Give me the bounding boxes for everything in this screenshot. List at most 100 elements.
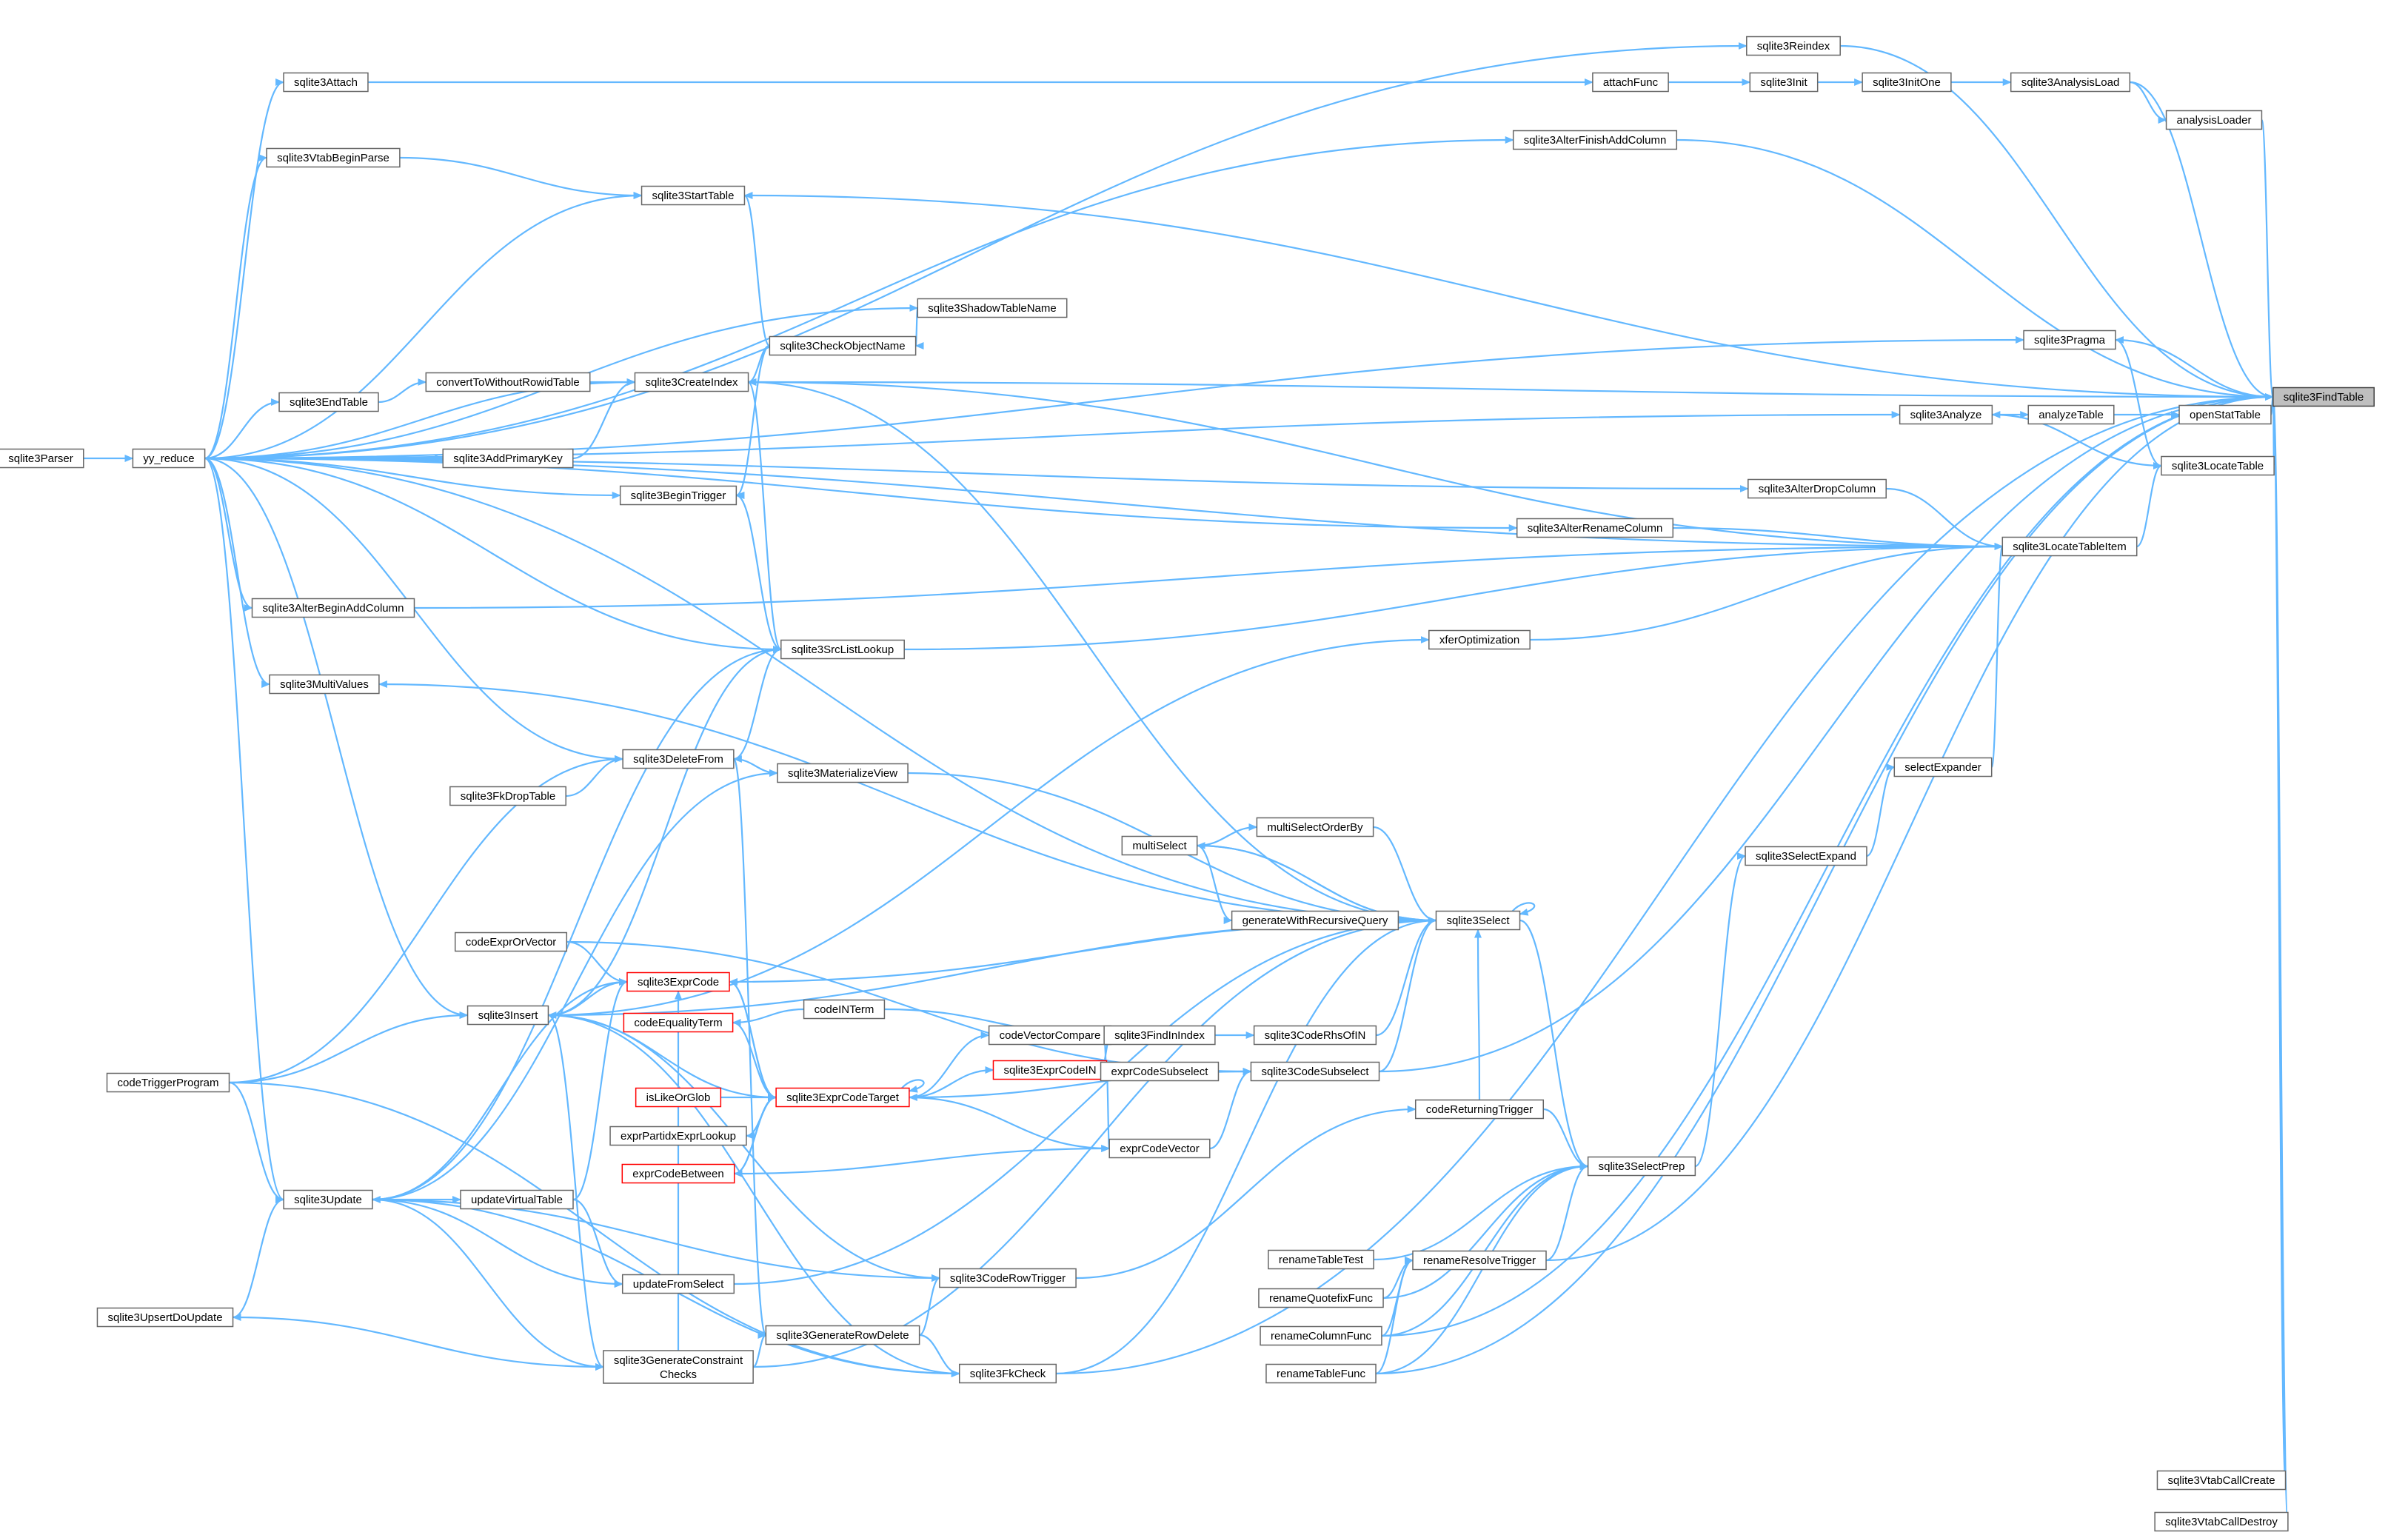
edge-sqlite3-select-to-multi-select [1196, 842, 1437, 922]
node-sqlite3-update[interactable]: sqlite3Update [283, 1189, 373, 1210]
node-sqlite3-init-one[interactable]: sqlite3InitOne [1862, 72, 1952, 93]
node-sqlite3-begin-trigger[interactable]: sqlite3BeginTrigger [619, 485, 738, 506]
node-sqlite3-materialize-view[interactable]: sqlite3MaterializeView [777, 763, 909, 783]
node-code-interm[interactable]: codeINTerm [803, 999, 886, 1020]
edge-expr-code-between-to-expr-code-vector [734, 1145, 1111, 1175]
node-code-returning-trigger[interactable]: codeReturningTrigger [1414, 1099, 1545, 1120]
node-code-vector-compare[interactable]: codeVectorCompare [988, 1025, 1112, 1046]
node-box [1893, 757, 1993, 777]
edge-layer [83, 42, 2289, 1523]
edge-sqlite3-update-to-sqlite3-materialize-view [372, 769, 778, 1201]
node-sqlite3-expr-code-in[interactable]: sqlite3ExprCodeIN [992, 1060, 1108, 1080]
node-sqlite3-upsert-do-update[interactable]: sqlite3UpsertDoUpdate [96, 1307, 234, 1328]
node-yy-reduce[interactable]: yy_reduce [132, 448, 206, 469]
node-expr-code-vector[interactable]: exprCodeVector [1108, 1138, 1211, 1159]
node-sqlite3-locate-table[interactable]: sqlite3LocateTable [2161, 455, 2275, 476]
edge-sqlite3-end-table-to-convert-to-without-rowid-table [378, 378, 427, 404]
node-code-equality-term[interactable]: codeEqualityTerm [623, 1012, 734, 1033]
node-sqlite3-reindex[interactable]: sqlite3Reindex [1746, 36, 1841, 56]
node-sqlite3-alter-finish-add-column[interactable]: sqlite3AlterFinishAddColumn [1512, 130, 1678, 150]
node-is-like-or-glob[interactable]: isLikeOrGlob [635, 1087, 722, 1108]
node-sqlite3-locate-table-item[interactable]: sqlite3LocateTableItem [2001, 536, 2138, 557]
node-sqlite3-expr-code[interactable]: sqlite3ExprCode [626, 972, 730, 992]
edge-sqlite3-check-object-name-to-sqlite3-begin-trigger [735, 344, 770, 499]
node-sqlite3-check-object-name[interactable]: sqlite3CheckObjectName [769, 335, 917, 356]
node-open-stat-table[interactable]: openStatTable [2178, 404, 2272, 425]
edge-sqlite3-fk-drop-table-to-sqlite3-delete-from [566, 755, 624, 797]
edge-sqlite3-vtab-call-destroy-to-sqlite3-find-table [2272, 394, 2289, 1523]
node-expr-code-between[interactable]: exprCodeBetween [621, 1163, 735, 1184]
node-analyze-table[interactable]: analyzeTable [2027, 404, 2115, 425]
node-rename-column-func[interactable]: renameColumnFunc [1260, 1325, 1382, 1346]
node-sqlite3-alter-rename-column[interactable]: sqlite3AlterRenameColumn [1516, 518, 1674, 538]
node-multi-select[interactable]: multiSelect [1121, 835, 1198, 856]
node-xfer-optimization[interactable]: xferOptimization [1428, 629, 1531, 650]
node-rename-table-test[interactable]: renameTableTest [1268, 1249, 1374, 1270]
node-rename-quotefix-func[interactable]: renameQuotefixFunc [1258, 1288, 1384, 1308]
node-sqlite3-vtab-call-create[interactable]: sqlite3VtabCallCreate [2156, 1470, 2287, 1491]
edge-sqlite3-expr-code-target-to-sqlite3-expr-code [729, 978, 777, 1099]
node-sqlite3-find-in-index[interactable]: sqlite3FindInIndex [1103, 1025, 1216, 1046]
node-sqlite3-alter-drop-column[interactable]: sqlite3AlterDropColumn [1748, 478, 1887, 499]
node-sqlite3-select-expand[interactable]: sqlite3SelectExpand [1745, 846, 1867, 866]
node-sqlite3-analyze[interactable]: sqlite3Analyze [1899, 404, 1993, 425]
node-sqlite3-select[interactable]: sqlite3Select [1435, 910, 1521, 931]
node-sqlite3-init[interactable]: sqlite3Init [1749, 72, 1819, 93]
node-sqlite3-code-rhs-of-in[interactable]: sqlite3CodeRhsOfIN [1253, 1025, 1377, 1046]
node-rename-table-func[interactable]: renameTableFunc [1265, 1363, 1377, 1384]
node-multi-select-order-by[interactable]: multiSelectOrderBy [1256, 817, 1374, 837]
node-sqlite3-vtab-call-destroy[interactable]: sqlite3VtabCallDestroy [2154, 1511, 2289, 1532]
edge-update-virtual-table-to-sqlite3-expr-code [572, 978, 628, 1201]
node-sqlite3-multi-values[interactable]: sqlite3MultiValues [269, 674, 380, 695]
node-expr-partidx-expr-lookup[interactable]: exprPartidxExprLookup [609, 1126, 747, 1146]
edge-sqlite3-add-primary-key-to-sqlite3-create-index [572, 378, 636, 460]
node-sqlite3-pragma[interactable]: sqlite3Pragma [2023, 330, 2116, 350]
node-box [2272, 387, 2375, 407]
node-sqlite3-start-table[interactable]: sqlite3StartTable [641, 185, 746, 206]
edge-sqlite3-reindex-to-sqlite3-find-table [1840, 44, 2274, 401]
node-box [2161, 455, 2275, 476]
node-sqlite3-create-index[interactable]: sqlite3CreateIndex [634, 372, 749, 392]
node-sqlite3-expr-code-target[interactable]: sqlite3ExprCodeTarget [775, 1087, 910, 1108]
node-sqlite3-generate-row-delete[interactable]: sqlite3GenerateRowDelete [765, 1325, 920, 1345]
node-convert-to-without-rowid-table[interactable]: convertToWithoutRowidTable [425, 372, 591, 392]
node-sqlite3-delete-from[interactable]: sqlite3DeleteFrom [622, 749, 735, 769]
node-sqlite3-code-row-trigger[interactable]: sqlite3CodeRowTrigger [939, 1268, 1077, 1288]
node-generate-with-recursive-query[interactable]: generateWithRecursiveQuery [1231, 910, 1399, 931]
node-box [283, 1189, 373, 1210]
node-analysis-loader[interactable]: analysisLoader [2165, 110, 2263, 130]
edge-yy-reduce-to-sqlite3-select [204, 457, 1437, 924]
node-attach-func[interactable]: attachFunc [1592, 72, 1669, 93]
node-sqlite3-find-table[interactable]: sqlite3FindTable [2272, 387, 2375, 407]
node-sqlite3-shadow-table-name[interactable]: sqlite3ShadowTableName [917, 298, 1068, 318]
node-sqlite3-attach[interactable]: sqlite3Attach [283, 72, 369, 93]
node-sqlite3-vtab-begin-parse[interactable]: sqlite3VtabBeginParse [266, 147, 401, 168]
node-sqlite3-alter-begin-add-column[interactable]: sqlite3AlterBeginAddColumn [251, 598, 415, 618]
node-sqlite3-add-primary-key[interactable]: sqlite3AddPrimaryKey [442, 448, 574, 469]
node-sqlite3-end-table[interactable]: sqlite3EndTable [278, 392, 379, 412]
node-sqlite3-fk-check[interactable]: sqlite3FkCheck [958, 1363, 1057, 1384]
node-code-expr-or-vector[interactable]: codeExprOrVector [454, 932, 568, 952]
node-sqlite3-src-list-lookup[interactable]: sqlite3SrcListLookup [780, 639, 905, 660]
edge-sqlite3-delete-from-to-sqlite3-src-list-lookup [733, 646, 782, 760]
node-label: sqlite3Reindex [1757, 40, 1830, 53]
node-box [1748, 478, 1887, 499]
node-sqlite3-code-subselect[interactable]: sqlite3CodeSubselect [1250, 1061, 1380, 1082]
node-update-from-select[interactable]: updateFromSelect [621, 1274, 735, 1294]
node-label: sqlite3StartTable [652, 190, 735, 202]
node-label: sqlite3FindInIndex [1114, 1029, 1205, 1042]
node-rename-resolve-trigger[interactable]: renameResolveTrigger [1412, 1250, 1547, 1271]
node-sqlite3-fk-drop-table[interactable]: sqlite3FkDropTable [449, 786, 566, 806]
node-sqlite3-select-prep[interactable]: sqlite3SelectPrep [1587, 1156, 1696, 1177]
node-select-expander[interactable]: selectExpander [1893, 757, 1993, 777]
node-update-virtual-table[interactable]: updateVirtualTable [460, 1189, 574, 1210]
node-sqlite3-analysis-load[interactable]: sqlite3AnalysisLoad [2010, 72, 2131, 93]
edge-rename-resolve-trigger-to-sqlite3-select-prep [1545, 1163, 1589, 1262]
node-box [1412, 1250, 1547, 1271]
edge-sqlite3-create-index-to-sqlite3-find-table [748, 381, 2274, 401]
node-sqlite3-insert[interactable]: sqlite3Insert [466, 1005, 549, 1026]
node-code-trigger-program[interactable]: codeTriggerProgram [106, 1072, 230, 1093]
node-sqlite3-parser[interactable]: sqlite3Parser [0, 448, 84, 469]
node-expr-code-subselect[interactable]: exprCodeSubselect [1100, 1061, 1220, 1082]
